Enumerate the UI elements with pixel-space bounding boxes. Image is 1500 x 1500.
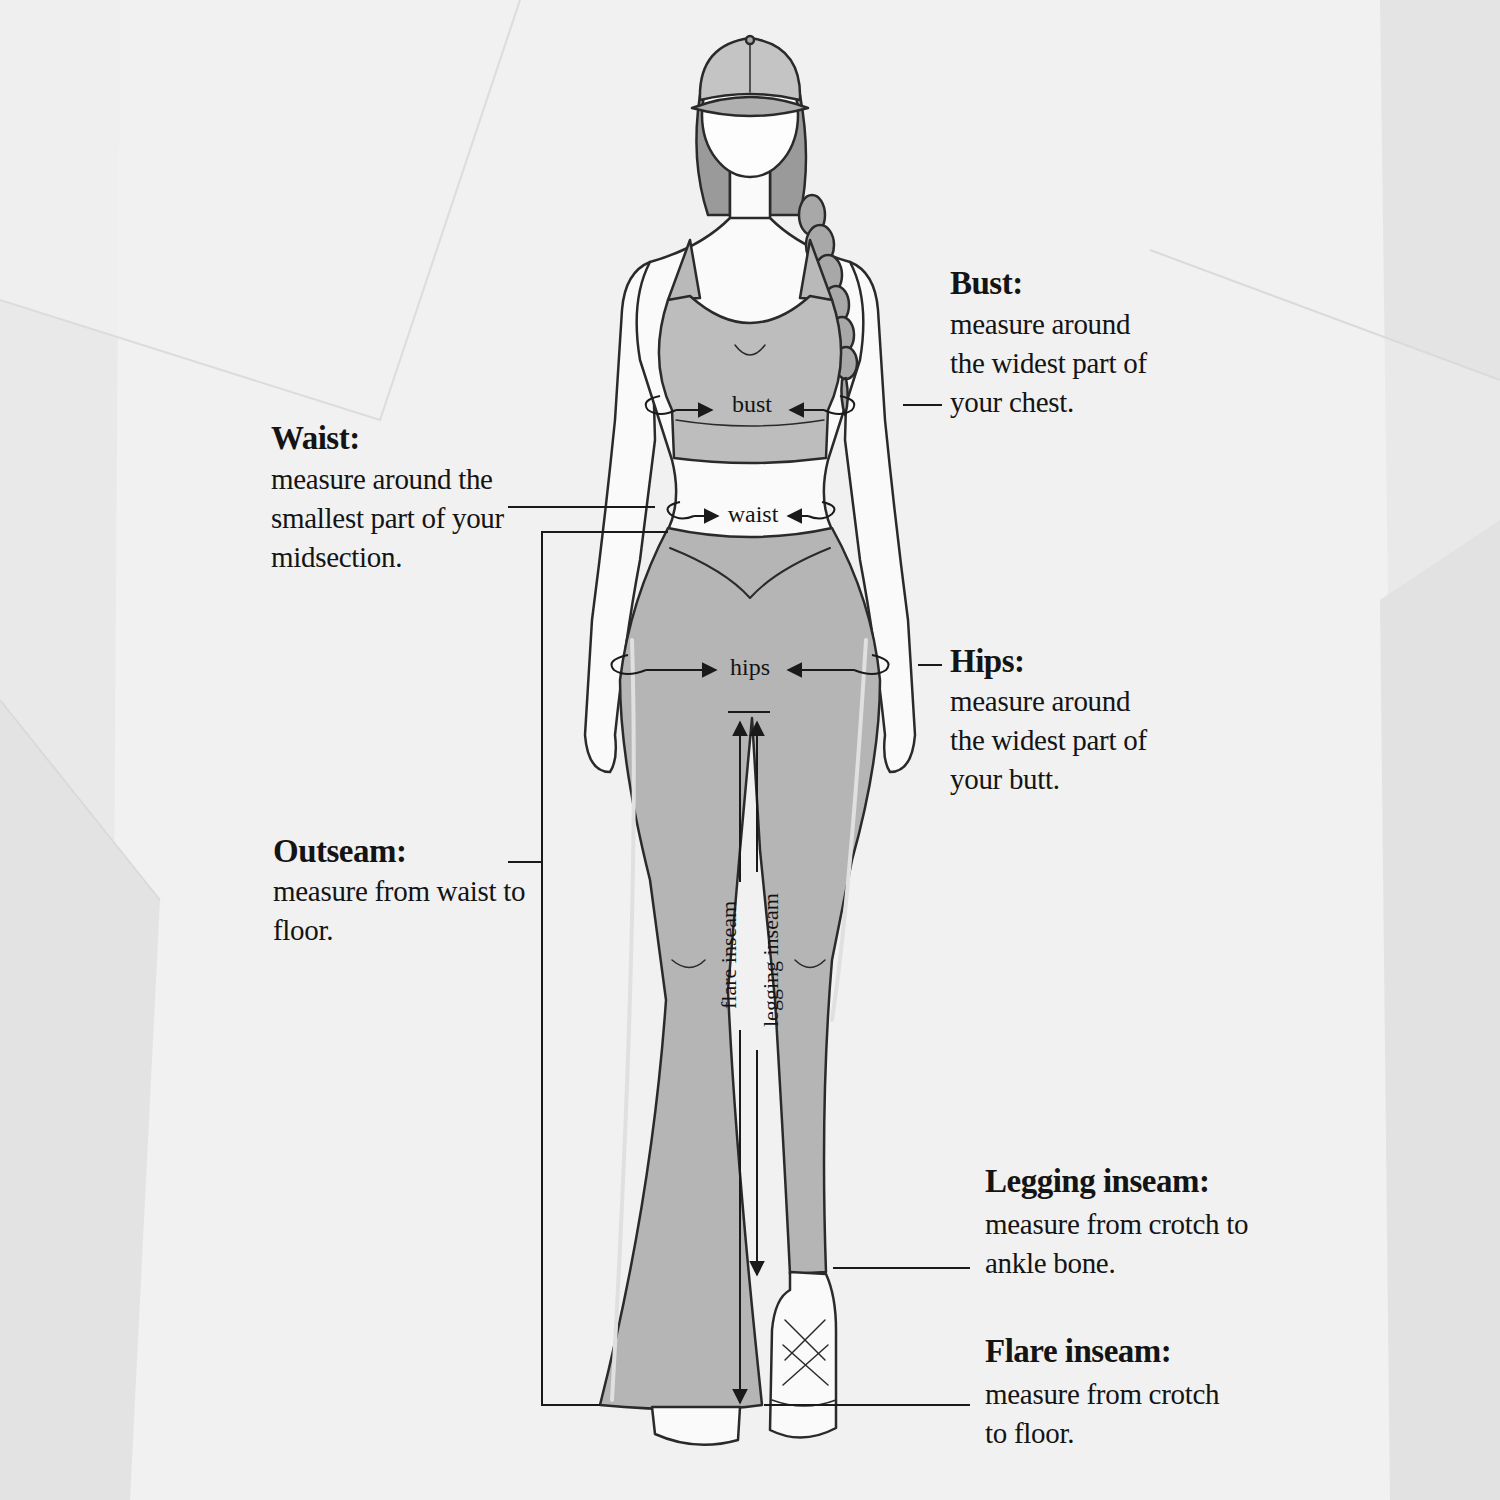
dimension-label: legging inseam [757, 893, 786, 1027]
measure-heading: Flare inseam: [985, 1330, 1171, 1373]
dimension-label: flare inseam [715, 901, 744, 1009]
measure-description: measure from waist to floor. [273, 872, 535, 950]
body-label: bust [732, 389, 772, 420]
measure-heading: Outseam: [273, 830, 406, 873]
measure-description: measure from crotch to floor. [985, 1375, 1245, 1453]
body-label: waist [728, 499, 779, 530]
measure-description: measure around the widest part of your c… [950, 305, 1170, 422]
measure-heading: Waist: [271, 417, 360, 460]
measure-heading: Legging inseam: [985, 1160, 1209, 1203]
measure-heading: Bust: [950, 262, 1023, 305]
measure-heading: Hips: [950, 640, 1025, 683]
measure-description: measure around the smallest part of your… [271, 460, 529, 577]
measure-description: measure from crotch to ankle bone. [985, 1205, 1275, 1283]
measure-description: measure around the widest part of your b… [950, 682, 1170, 799]
body-label: hips [730, 652, 770, 683]
